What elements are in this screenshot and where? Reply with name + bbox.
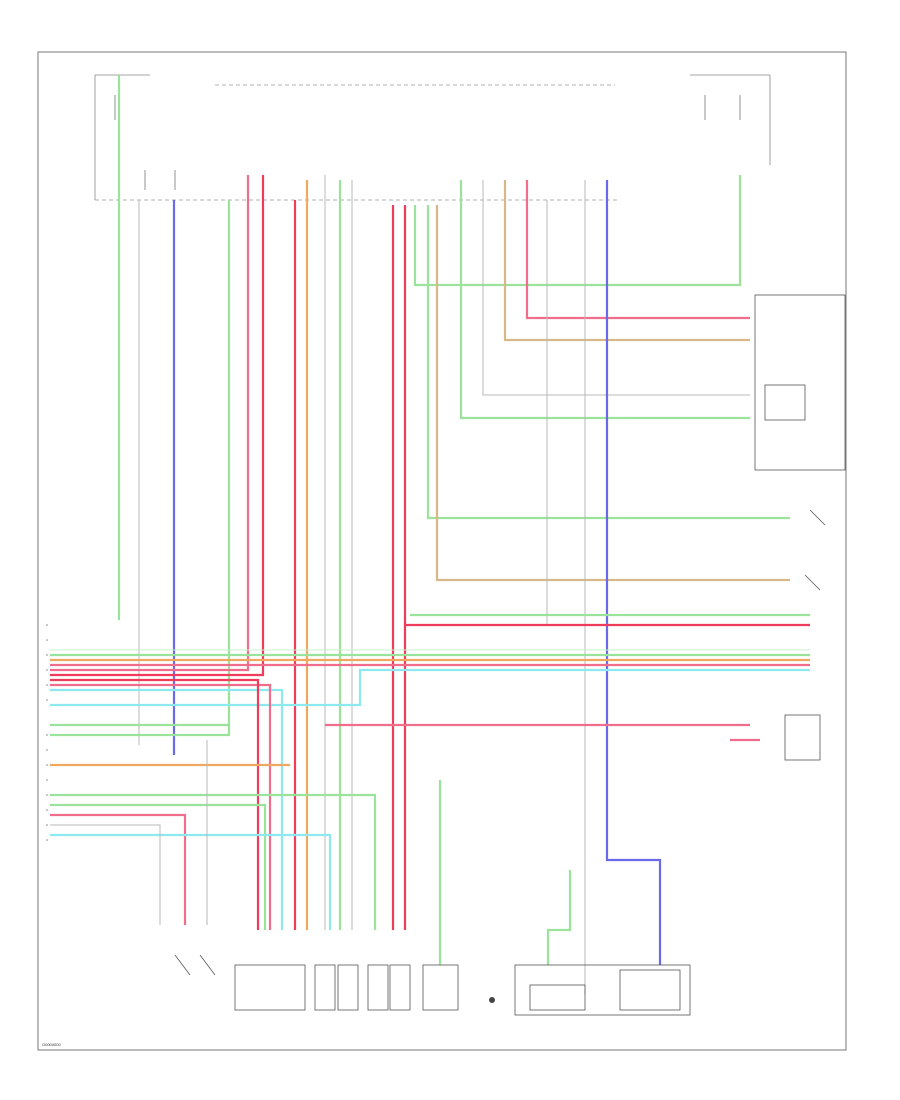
wire-w19 xyxy=(503,180,750,342)
control-unit-inner-left xyxy=(529,984,586,1011)
wire-w39 xyxy=(50,833,332,930)
wire-w33 xyxy=(50,688,284,930)
wire-w23 xyxy=(605,180,662,965)
wire-w34 xyxy=(50,683,272,930)
switch-box xyxy=(422,964,459,1011)
wire-w35 xyxy=(50,678,260,930)
wire-w28 xyxy=(50,668,810,707)
wire-w5 xyxy=(50,175,250,672)
control-unit-inner-right xyxy=(619,969,681,1011)
wire-w20 xyxy=(525,180,750,320)
fuse-group xyxy=(114,95,741,190)
wire-w16 xyxy=(435,205,790,582)
door-switch-symbol xyxy=(804,509,826,591)
left-connector-pins xyxy=(46,624,48,841)
footer-code: G0000000 xyxy=(42,1042,61,1047)
wire-w18 xyxy=(482,180,750,396)
connector-box-2 xyxy=(337,964,359,1011)
connector-box-3 xyxy=(367,964,389,1011)
wire-w15 xyxy=(426,205,790,520)
wire-w38 xyxy=(50,803,267,930)
wire-w43 xyxy=(546,870,572,965)
wire-w4 xyxy=(50,200,231,737)
wire-w41 xyxy=(50,824,161,925)
control-unit-box xyxy=(514,964,691,1016)
wire-w17 xyxy=(459,180,750,420)
connector-box-4 xyxy=(389,964,411,1011)
wire-layer xyxy=(50,75,810,995)
power-window-master-switch-box xyxy=(234,964,306,1011)
wire-w37 xyxy=(50,793,377,930)
combination-meter-box xyxy=(754,294,846,471)
wire-w36 xyxy=(50,813,187,925)
wire-w6 xyxy=(50,175,265,677)
wire-w14 xyxy=(413,175,742,287)
left-switch-symbol xyxy=(174,954,216,976)
ground-symbol xyxy=(489,997,495,1003)
connector-box-1 xyxy=(314,964,336,1011)
trunk-switch-box xyxy=(784,714,821,761)
relay-symbol-box xyxy=(764,384,806,421)
diagram-frame xyxy=(37,51,847,1051)
